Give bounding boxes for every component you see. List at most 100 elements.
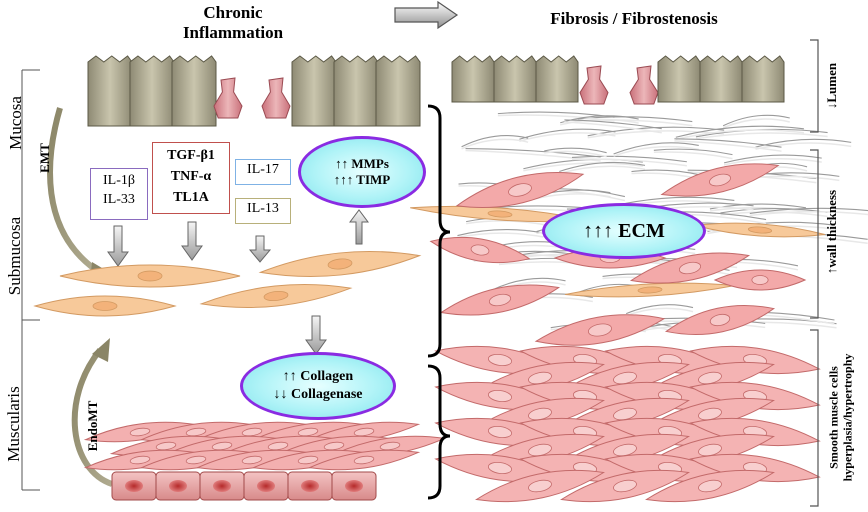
ecm-fiber: [457, 229, 544, 237]
myofibroblast: [439, 284, 561, 316]
header-arrow: [394, 0, 459, 30]
damaged-epithelial-cell: [579, 65, 609, 105]
epithelial-cell: [87, 55, 133, 127]
myofibroblast: [664, 304, 776, 336]
smooth-muscle-cell: [307, 449, 421, 471]
brace-mucosa-submucosa: [427, 104, 451, 358]
timp-text: ↑↑↑ TIMP: [333, 172, 391, 187]
ecm-fiber: [709, 206, 807, 213]
ecm-fiber: [564, 121, 662, 134]
ecm-fiber: [749, 207, 868, 214]
epithelial-cell: [535, 55, 579, 103]
epithelial-cell: [657, 55, 701, 103]
cytokine-box-il13: IL-13: [235, 198, 291, 224]
ecm-fiber: [560, 115, 639, 124]
ecm-fiber: [613, 145, 699, 157]
bracket-smc: [810, 329, 819, 507]
smooth-muscle-cell: [83, 449, 197, 471]
layer-divider-left: [21, 69, 40, 491]
ecm-fiber: [457, 232, 544, 239]
label-wall-thickness: ↑wall thickness: [824, 189, 839, 275]
cytokine-tnfa: TNF-α: [170, 169, 212, 184]
bracket-wall: [810, 149, 819, 319]
ecm-fiber: [564, 119, 662, 130]
smooth-muscle-cell: [475, 469, 605, 503]
title-chronic: Chronic: [203, 3, 263, 22]
label-lumen: ↓Lumen: [824, 62, 839, 110]
epithelial-cell: [493, 55, 537, 103]
ecm-fiber: [544, 150, 607, 158]
damaged-epithelial-cell: [629, 65, 659, 105]
cytokine-tgfb1: TGF-β1: [167, 148, 215, 163]
ellipse-ecm: ↑↑↑ ECM: [542, 203, 706, 259]
collagenase-text: ↓↓ Collagenase: [273, 387, 363, 402]
cytokine-il1b: IL-1β: [103, 173, 135, 188]
ecm-fiber: [613, 142, 699, 155]
myofibroblast: [429, 236, 531, 264]
myofibroblast: [629, 252, 751, 284]
layer-label-muscularis: Muscularis: [4, 386, 23, 462]
ecm-fiber: [519, 132, 616, 143]
fibroblast: [59, 264, 241, 288]
ecm-fiber: [492, 277, 566, 291]
ecm-fiber: [558, 190, 626, 202]
ecm-fiber: [675, 125, 804, 138]
damaged-epithelial-cell: [261, 77, 291, 119]
epithelium-right: [451, 55, 785, 105]
collagen-text: ↑↑ Collagen: [282, 369, 354, 384]
fibroblast: [565, 282, 735, 298]
label-endomt: EndoMT: [85, 400, 100, 452]
epithelial-cell: [129, 55, 175, 127]
mmps-text: ↑↑ MMPs: [335, 156, 389, 171]
ecm-fiber: [722, 114, 790, 127]
ecm-fiber: [653, 151, 733, 160]
smooth-muscle-cell: [83, 421, 197, 443]
ecm-fiber: [749, 211, 868, 217]
endothelial-cell: [155, 471, 201, 501]
ecm-fiber: [720, 207, 828, 214]
endothelial-cell: [287, 471, 333, 501]
fibroblast: [199, 284, 353, 308]
bracket-lumen: [810, 39, 819, 133]
myofibroblast: [455, 172, 585, 208]
label-smc-line1: Smooth muscle cells: [826, 366, 841, 469]
smooth-muscle-left: [83, 421, 447, 471]
myofibroblast: [534, 314, 666, 346]
ecm-fiber: [620, 196, 735, 205]
endothelial-cells: [111, 471, 377, 501]
fibroblast: [33, 295, 177, 317]
ecm-fiber: [675, 129, 805, 140]
layer-label-mucosa: Mucosa: [6, 96, 25, 150]
cytokine-arrows: [107, 209, 369, 355]
endomt-curve-arrow: [71, 348, 114, 487]
label-smc-line2: hyperplasia/hypertrophy: [840, 353, 855, 482]
fibroblast: [695, 222, 825, 238]
emt-curve-arrow: [47, 107, 98, 273]
ecm-fiber: [559, 165, 646, 175]
smooth-muscle-cell: [645, 469, 775, 503]
epithelial-cell: [375, 55, 421, 127]
ecm-fiber: [625, 304, 694, 315]
ecm-fiber: [695, 132, 828, 140]
ecm-fiber: [571, 158, 687, 167]
smooth-muscle-cell: [560, 469, 690, 503]
label-emt: EMT: [37, 143, 52, 173]
layer-label-submucosa: Submucosa: [5, 216, 24, 296]
epithelial-cell: [451, 55, 495, 103]
endothelial-cell: [243, 471, 289, 501]
ecm-fiber: [679, 211, 767, 221]
epithelial-cell: [333, 55, 379, 127]
myofibroblast: [660, 163, 780, 197]
epithelial-cell: [699, 55, 743, 103]
ecm-fiber: [571, 155, 687, 163]
ecm-fiber: [544, 147, 607, 154]
ecm-fiber: [722, 118, 790, 129]
ecm-fiber: [560, 118, 639, 126]
ecm-fiber: [519, 128, 616, 140]
fibroblasts-left: [33, 250, 422, 317]
cytokine-tl1a: TL1A: [173, 190, 209, 205]
ecm-fiber: [755, 142, 852, 150]
cytokine-box-il1b-il33: IL-1β IL-33: [90, 168, 148, 220]
